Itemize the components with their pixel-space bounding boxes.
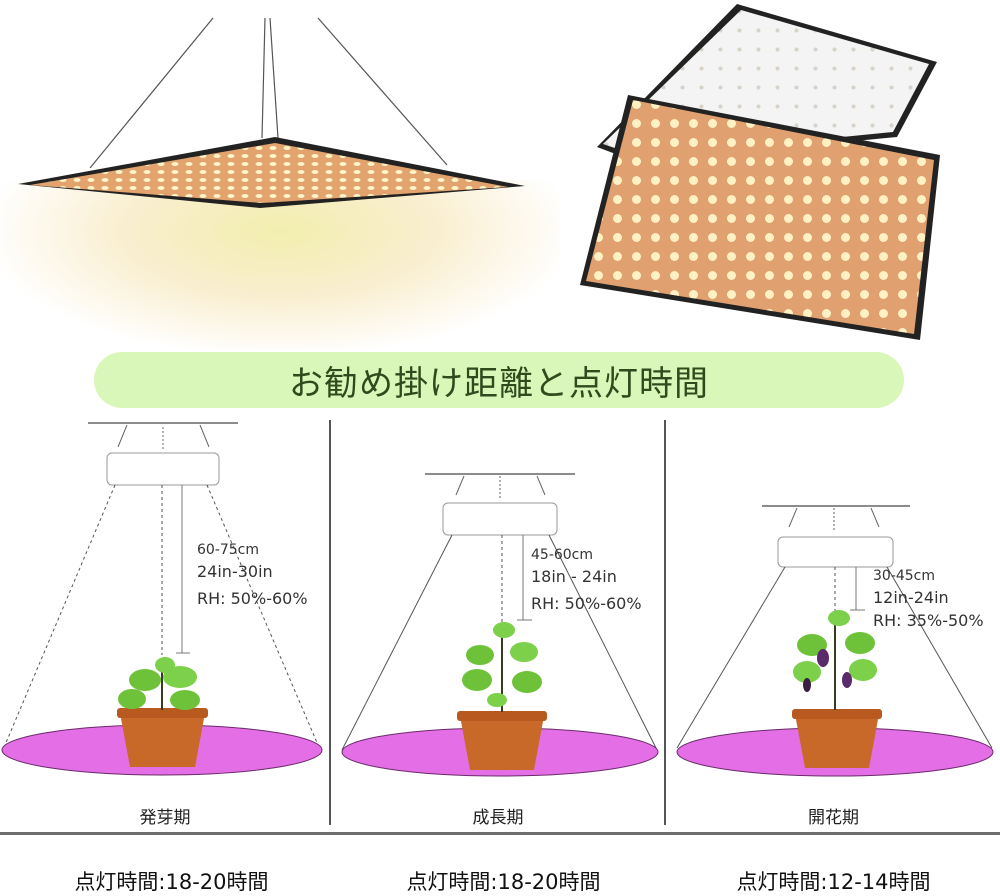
- distance-info: 45-60cm 18in - 24in RH: 50%-60%: [531, 547, 642, 613]
- stage-diagram-germination: [1, 422, 323, 776]
- stage-name: 成長期: [472, 808, 524, 828]
- lighting-hours: 点灯時間:18-20時間: [74, 870, 269, 894]
- stage-diagram-growth: [341, 473, 659, 777]
- light-glow: [0, 180, 560, 350]
- title-banner: お勧め掛け距離と点灯時間: [94, 352, 904, 408]
- lighting-hours: 点灯時間:18-20時間: [406, 870, 601, 894]
- stage-diagram-flowering: [676, 505, 994, 777]
- distance-info: 60-75cm 24in-30in RH: 50%-60%: [197, 542, 308, 608]
- column-divider: [664, 420, 666, 825]
- hanging-panel-image: [18, 4, 940, 340]
- row-divider: [0, 832, 1000, 835]
- distance-info: 30-45cm 12in-24in RH: 35%-50%: [873, 568, 984, 630]
- lighting-hours: 点灯時間:12-14時間: [736, 870, 931, 894]
- stage-name: 開花期: [808, 808, 859, 828]
- stage-name: 発芽期: [139, 808, 191, 828]
- column-divider: [329, 420, 331, 825]
- hero-section: [0, 0, 1000, 350]
- banner-title: お勧め掛け距離と点灯時間: [289, 363, 709, 404]
